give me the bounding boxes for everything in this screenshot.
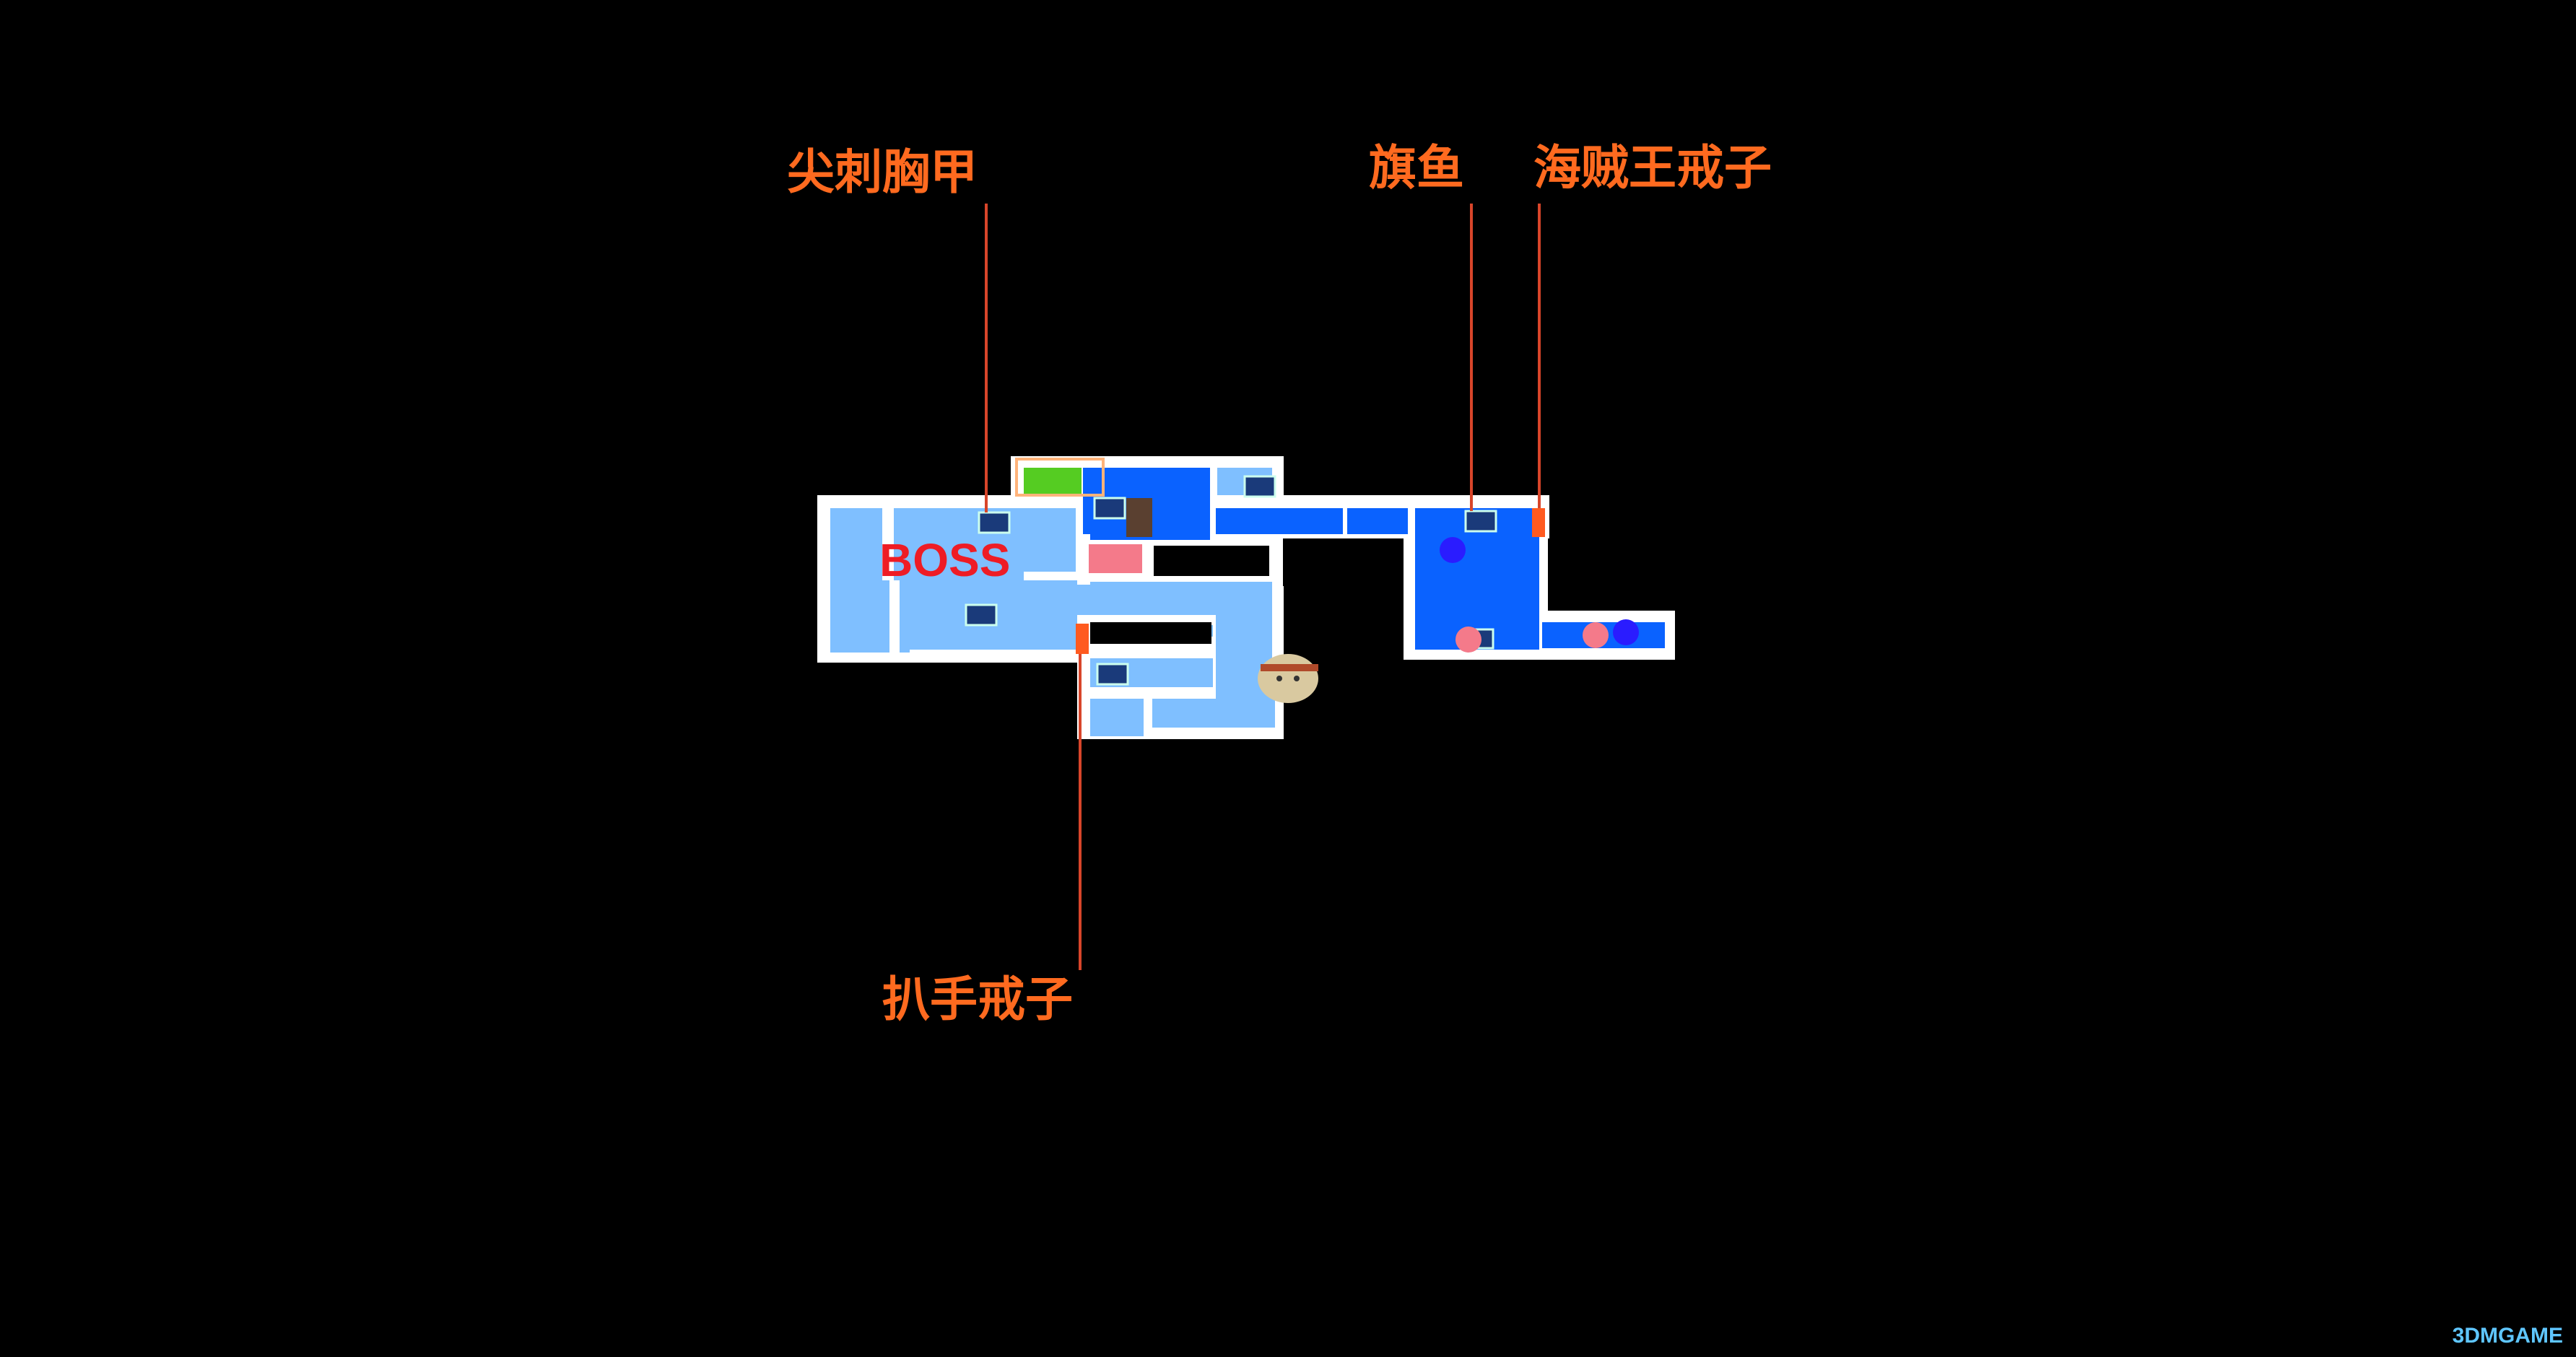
save-point-icon	[1089, 544, 1142, 573]
watermark: 3DMGAME	[2452, 1324, 2563, 1348]
door-marker-icon	[1532, 508, 1545, 537]
unexplored-gap	[1090, 622, 1211, 644]
teleport-room-marker	[1024, 468, 1082, 497]
player-ghost-icon	[1258, 654, 1318, 703]
room-highlight	[1015, 458, 1105, 497]
enemy-markers	[1440, 537, 1639, 653]
marker-grab-ring-label: 扒手戒子	[882, 972, 1073, 1027]
treasure-chest-icon	[965, 475, 1497, 686]
marker-spike-armor-label: 尖刺胸甲	[787, 144, 978, 200]
door-marker-icon	[1076, 624, 1089, 654]
marker-pirate-king-ring-label: 海贼王戒子	[1533, 140, 1772, 196]
room-dividers	[882, 498, 1216, 653]
unexplored-gap	[1154, 546, 1269, 576]
marker-swordfish-label: 旗鱼	[1369, 140, 1464, 196]
door-icon	[1126, 498, 1152, 537]
callout-lines	[985, 204, 1541, 970]
boss-label: BOSS	[879, 534, 1011, 586]
